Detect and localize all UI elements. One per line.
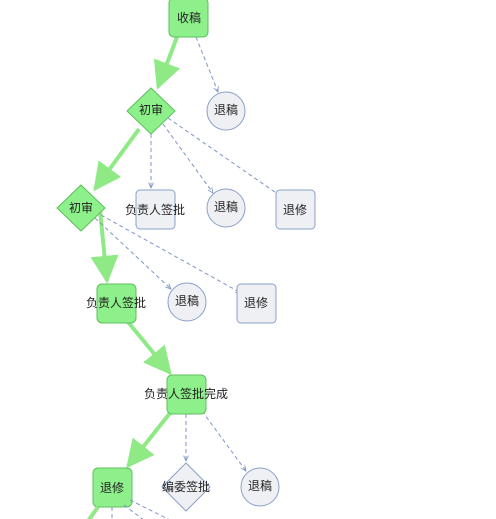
first-review-2-node[interactable] — [56, 184, 106, 232]
reject-2-node[interactable] — [206, 188, 246, 228]
reject-4-node[interactable] — [240, 467, 280, 507]
edge-first_review_2-to-reject_3 — [94, 217, 171, 289]
edge-owner_approve_done-to-reject_4 — [201, 410, 246, 471]
edge-first_review_2-to-revise_2 — [100, 214, 241, 293]
owner-approve-1-node[interactable] — [135, 189, 176, 230]
offscreen-pending-edge — [123, 504, 144, 519]
editor-approve-node[interactable] — [161, 462, 211, 512]
reject-3-node[interactable] — [167, 282, 207, 322]
edge-first_review_1-to-reject_2 — [162, 123, 213, 193]
reject-1-node[interactable] — [206, 91, 246, 131]
revise-3-node[interactable] — [92, 467, 133, 508]
edge-first_review_1-to-revise_1 — [167, 117, 282, 197]
offscreen-active-edge — [86, 505, 100, 519]
revise-1-node[interactable] — [275, 189, 316, 230]
revise-2-node[interactable] — [236, 283, 277, 324]
offscreen-pending-edge — [129, 499, 170, 519]
owner-approve-2-node[interactable] — [96, 283, 137, 324]
owner-approve-done-node[interactable] — [166, 374, 207, 415]
edge-owner_approve_2-to-owner_approve_done — [126, 320, 172, 376]
edge-first_review_2-to-owner_approve_2 — [90, 209, 119, 284]
edge-receive-to-first_review_1 — [153, 36, 181, 90]
nodes-layer — [56, 0, 316, 519]
first-review-1-node[interactable] — [126, 87, 176, 135]
edge-receive-to-reject_1 — [195, 36, 218, 92]
edges-layer — [90, 36, 282, 471]
edge-first_review_1-to-first_review_2 — [93, 127, 141, 192]
receive-node[interactable] — [168, 0, 209, 38]
edge-owner_approve_done-to-revise_3 — [126, 411, 172, 469]
